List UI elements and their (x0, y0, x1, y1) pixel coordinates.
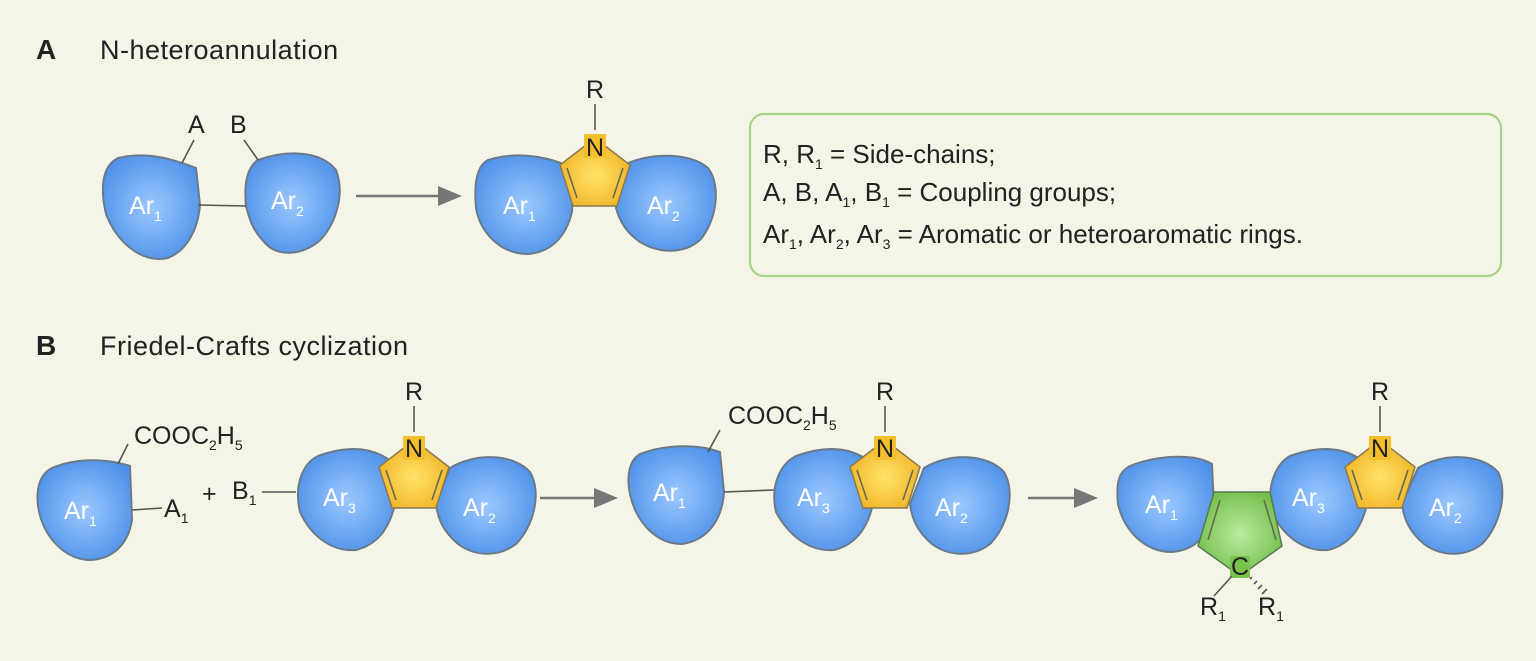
r1-label-right: R1 (1258, 593, 1284, 624)
ar1-label-product-b: Ar1 (1145, 491, 1178, 523)
ar2-label-intermediate-b: Ar2 (935, 494, 968, 526)
ar3-label-intermediate-b: Ar3 (797, 484, 830, 516)
c-r1-bond-left (1213, 575, 1233, 597)
bond-ester-reactant-b (117, 443, 129, 465)
arrowhead-b2 (1074, 488, 1098, 508)
ar1-label-a: Ar1 (129, 192, 162, 224)
n-atom-reactant-b: N (405, 435, 423, 463)
pyrrole-ring-a (559, 137, 631, 207)
panel-b: B Friedel-Crafts cyclization Ar1 COOC2H5… (36, 330, 1504, 624)
ar1-ring-reactant-a (101, 154, 202, 260)
ester-label-reactant-b: COOC2H5 (134, 422, 243, 453)
panel-a-title: N-heteroannulation (100, 35, 339, 65)
label-b-group: B (230, 111, 247, 139)
n-atom-bg-a (584, 134, 606, 158)
ar1-ring-product-b (1116, 455, 1216, 554)
legend-line-coupling-groups: A, B, A1, B1 = Coupling groups; (763, 177, 1116, 210)
r1-label-left: R1 (1200, 593, 1226, 624)
ar3-label-product-b: Ar3 (1292, 484, 1325, 516)
bond-a1 (131, 507, 163, 511)
double-bond-left-reactant-b (385, 469, 397, 501)
ester-label-intermediate-b: COOC2H5 (728, 402, 837, 433)
ar1-label-intermediate-b: Ar1 (653, 479, 686, 511)
n-atom-bg-intermediate-b (874, 436, 896, 460)
biaryl-bond-a (197, 204, 247, 207)
ar2-label-reactant-b: Ar2 (463, 494, 496, 526)
panel-a: A N-heteroannulation Ar1 Ar2 A B Ar1 Ar2… (36, 34, 1503, 278)
double-bond-left-pyrrole-product-b (1351, 469, 1363, 501)
double-bond-left-intermediate-b (856, 469, 868, 501)
ar1-ring-reactant-b (36, 459, 134, 562)
pyrrole-ring-reactant-b (378, 439, 450, 509)
panel-b-title: Friedel-Crafts cyclization (100, 331, 409, 361)
legend-box (748, 112, 1503, 278)
ar1-label-reactant-b: Ar1 (64, 497, 97, 529)
r-label-product-b: R (1371, 378, 1389, 406)
arrowhead-b1 (594, 488, 618, 508)
double-bond-right-reactant-b (431, 469, 443, 501)
plus-sign: + (202, 480, 217, 508)
r-label-reactant-b: R (405, 378, 423, 406)
biaryl-bond-intermediate-b (723, 489, 775, 493)
legend-line-side-chains: R, R1 = Side-chains; (763, 139, 996, 172)
ar2-ring-product-a (614, 154, 717, 252)
ar2-ring-reactant-b (434, 456, 537, 555)
label-a-group: A (188, 111, 205, 139)
bond-b-group (243, 139, 259, 161)
double-bond-left-a (566, 167, 578, 199)
double-bond-right-a (612, 167, 624, 199)
cyclopentadiene-ring-product-b (1197, 491, 1283, 577)
ar3-label-reactant-b: Ar3 (323, 484, 356, 516)
r-label-intermediate-b: R (876, 378, 894, 406)
ar2-label-a: Ar2 (271, 187, 304, 219)
n-atom-bg-product-b (1369, 436, 1391, 460)
legend-line-aromatic-rings: Ar1, Ar2, Ar3 = Aromatic or heteroaromat… (763, 219, 1303, 252)
double-bond-right-pyrrole-product-b (1397, 469, 1409, 501)
n-atom-a: N (586, 134, 604, 162)
c-atom-bg-product-b (1230, 556, 1250, 578)
arrowhead-a (438, 186, 462, 206)
pyrrole-ring-intermediate-b (849, 439, 921, 509)
r-label-a: R (586, 76, 604, 104)
ar1-ring-intermediate-b (627, 445, 726, 546)
panel-a-letter: A (36, 34, 56, 65)
double-bond-right-intermediate-b (902, 469, 914, 501)
ar3-ring-intermediate-b (773, 448, 876, 552)
ar2-ring-intermediate-b (908, 456, 1011, 555)
panel-b-letter: B (36, 330, 56, 361)
ar2-label-product-a: Ar2 (647, 192, 680, 224)
double-bond-left-product-b (1207, 499, 1221, 541)
n-atom-bg-reactant-b (403, 436, 425, 460)
ar3-ring-reactant-b (297, 448, 398, 552)
ar2-label-product-b: Ar2 (1429, 494, 1462, 526)
ar1-label-product-a: Ar1 (503, 192, 536, 224)
ar2-ring-product-b (1400, 456, 1504, 555)
n-atom-product-b: N (1371, 435, 1389, 463)
c-atom-product-b: C (1231, 553, 1249, 581)
n-atom-intermediate-b: N (876, 435, 894, 463)
ar1-ring-product-a (474, 154, 576, 256)
a1-label: A1 (164, 495, 189, 526)
pyrrole-ring-product-b (1344, 439, 1416, 509)
b1-label: B1 (232, 477, 257, 508)
c-r1-hashed-bond-right (1249, 576, 1268, 595)
bond-a-group (181, 139, 195, 164)
bond-ester-intermediate-b (707, 429, 721, 453)
double-bond-right-product-b (1263, 499, 1277, 541)
